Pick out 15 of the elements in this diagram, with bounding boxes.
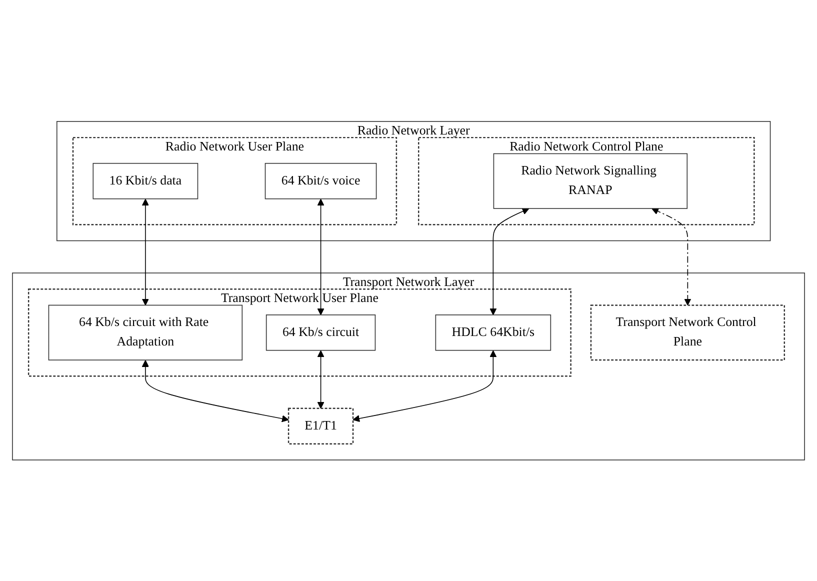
- node-box: Transport Network Control Plane: [590, 304, 785, 360]
- arrow: [490, 208, 530, 315]
- node-box: 64 Kb/s circuit: [266, 314, 376, 351]
- node-box: HDLC 64Kbit/s: [435, 314, 552, 351]
- arrow: [652, 208, 692, 306]
- arrow: [317, 198, 324, 315]
- node-box: Radio Network Signalling RANAP: [493, 153, 688, 209]
- node-box: 64 Kbit/s voice: [264, 162, 377, 200]
- node-box: 16 Kbit/s data: [92, 162, 198, 200]
- arrow: [142, 198, 149, 306]
- node-box: E1/T1: [288, 408, 354, 444]
- node-box: 64 Kb/s circuit with Rate Adaptation: [48, 304, 243, 360]
- arrow: [352, 350, 497, 422]
- arrow: [142, 360, 289, 422]
- arrow: [317, 350, 324, 408]
